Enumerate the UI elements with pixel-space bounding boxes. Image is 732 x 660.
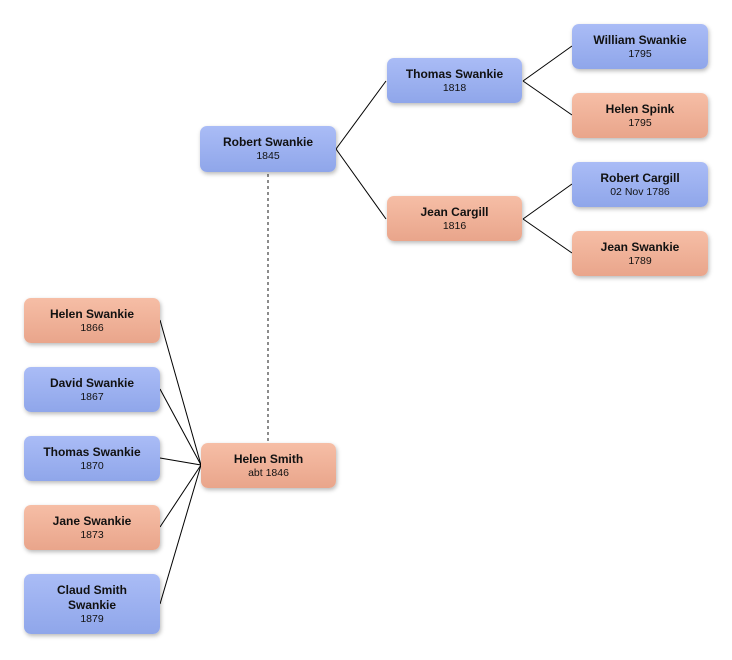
parent-line: [335, 80, 387, 150]
person-jean-swankie[interactable]: Jean Swankie 1789: [572, 231, 708, 276]
parent-line: [522, 183, 573, 220]
person-name: Helen Smith: [233, 451, 304, 466]
parent-line: [522, 80, 573, 116]
person-jean-cargill[interactable]: Jean Cargill 1816: [387, 196, 522, 241]
person-date: 02 Nov 1786: [610, 185, 670, 198]
person-robert-cargill[interactable]: Robert Cargill 02 Nov 1786: [572, 162, 708, 207]
person-date: abt 1846: [248, 466, 289, 479]
person-name: Helen Spink: [605, 101, 675, 116]
person-date: 1879: [80, 612, 104, 625]
person-date: 1789: [628, 254, 652, 267]
person-date: 1816: [442, 219, 467, 232]
parent-line: [335, 148, 387, 220]
person-claud-smith-swankie[interactable]: Claud Smith Swankie 1879: [24, 574, 160, 634]
person-name: Jean Cargill: [420, 204, 489, 219]
person-date: 1795: [628, 116, 652, 129]
person-date: 1818: [442, 81, 467, 94]
person-name: David Swankie: [49, 375, 135, 390]
person-name: Robert Cargill: [600, 170, 680, 185]
person-robert-swankie[interactable]: Robert Swankie 1845: [200, 126, 336, 172]
person-name: Thomas Swankie: [405, 66, 504, 81]
person-thomas-swankie-1818[interactable]: Thomas Swankie 1818: [387, 58, 522, 103]
person-thomas-swankie-1870[interactable]: Thomas Swankie 1870: [24, 436, 160, 481]
person-date: 1873: [80, 528, 104, 541]
person-helen-smith[interactable]: Helen Smith abt 1846: [201, 443, 336, 488]
person-david-swankie[interactable]: David Swankie 1867: [24, 367, 160, 412]
person-helen-swankie[interactable]: Helen Swankie 1866: [24, 298, 160, 343]
parent-line: [522, 218, 573, 254]
person-name: Claud Smith Swankie: [56, 582, 127, 612]
person-name: Helen Swankie: [49, 306, 135, 321]
child-line: [159, 388, 202, 466]
person-date: 1870: [80, 459, 104, 472]
person-name: Jean Swankie: [600, 239, 680, 254]
person-date: 1866: [80, 321, 104, 334]
person-date: 1845: [256, 150, 280, 162]
child-line: [159, 319, 202, 466]
child-line: [159, 457, 202, 466]
parent-line: [522, 45, 573, 82]
person-helen-spink[interactable]: Helen Spink 1795: [572, 93, 708, 138]
person-name: Jane Swankie: [52, 513, 132, 528]
child-line: [159, 464, 202, 528]
person-name: William Swankie: [593, 32, 687, 47]
person-name: Robert Swankie: [222, 135, 314, 149]
child-line: [159, 464, 202, 605]
person-name: Thomas Swankie: [43, 444, 141, 459]
person-william-swankie[interactable]: William Swankie 1795: [572, 24, 708, 69]
person-date: 1795: [628, 47, 652, 60]
person-jane-swankie[interactable]: Jane Swankie 1873: [24, 505, 160, 550]
person-date: 1867: [80, 390, 104, 403]
